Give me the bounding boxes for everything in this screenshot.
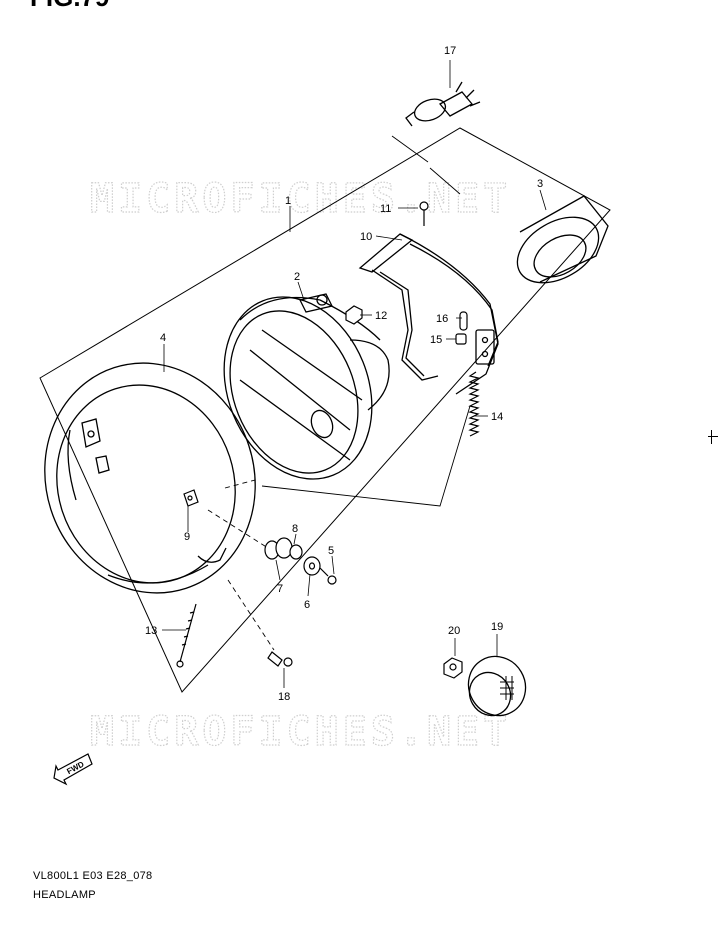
pin-16 xyxy=(459,311,468,331)
callout-2: 2 xyxy=(294,271,300,283)
screw-18 xyxy=(267,651,293,667)
cap-19 xyxy=(467,655,527,717)
headlamp-bulb xyxy=(405,81,481,127)
figure-title: FIG.79 xyxy=(30,0,109,10)
callout-15: 15 xyxy=(430,334,442,346)
fwd-arrow-icon: FWD xyxy=(53,753,93,786)
leader-lines xyxy=(162,60,547,688)
grommet-9 xyxy=(183,489,199,507)
page-edge-tick xyxy=(711,430,712,444)
callout-labels: 1 2 3 4 5 6 7 8 9 10 11 12 13 14 15 16 1… xyxy=(145,45,543,703)
callout-4: 4 xyxy=(160,332,166,344)
callout-13: 13 xyxy=(145,625,157,637)
model-code: VL800L1 E03 E28_078 xyxy=(33,870,153,882)
callout-9: 9 xyxy=(184,531,190,543)
callout-3: 3 xyxy=(537,178,543,190)
callout-19: 19 xyxy=(491,621,503,633)
screw-11 xyxy=(419,201,429,226)
part-name: HEADLAMP xyxy=(33,889,96,901)
callout-1: 1 xyxy=(285,195,291,207)
callout-8: 8 xyxy=(292,523,298,535)
callout-11: 11 xyxy=(380,203,391,215)
callout-17: 17 xyxy=(444,45,456,57)
clip-15 xyxy=(455,333,467,345)
callout-14: 14 xyxy=(491,411,503,423)
watermark-top: MICROFICHES.NET xyxy=(90,176,511,222)
callout-12: 12 xyxy=(375,310,387,322)
assembly-lines xyxy=(207,135,471,651)
adjusting-spring xyxy=(468,371,480,437)
headlamp-rim xyxy=(44,362,256,594)
callout-10: 10 xyxy=(360,231,372,243)
headlamp-bracket xyxy=(358,233,499,395)
callout-7: 7 xyxy=(277,583,283,595)
page-edge-mark xyxy=(708,436,718,437)
callout-16: 16 xyxy=(436,313,448,325)
screw-13 xyxy=(176,603,197,668)
callout-6: 6 xyxy=(304,599,310,611)
headlamp-unit xyxy=(223,293,390,480)
cushion-7-8 xyxy=(264,537,303,560)
bolt-5 xyxy=(319,567,337,585)
washer-6 xyxy=(303,556,321,576)
nut-12 xyxy=(345,305,363,325)
callout-5: 5 xyxy=(328,545,334,557)
assembly-outline xyxy=(39,127,611,693)
watermark-bottom: MICROFICHES.NET xyxy=(90,709,511,755)
callout-20: 20 xyxy=(448,625,460,637)
callout-18: 18 xyxy=(278,691,290,703)
nut-20 xyxy=(443,657,463,679)
socket-cover xyxy=(516,195,609,284)
